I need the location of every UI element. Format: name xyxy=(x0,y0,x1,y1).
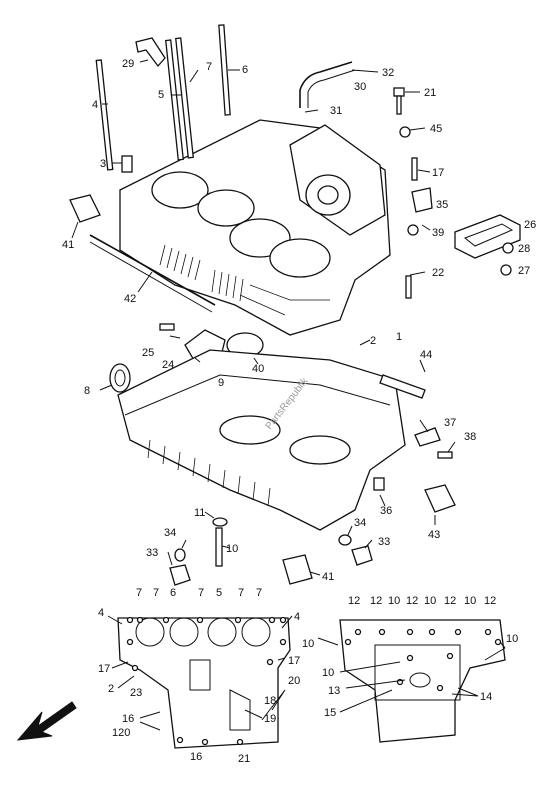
lower-bolt-label-10-a: 10 xyxy=(388,595,400,607)
callout-34-right: 34 xyxy=(354,517,366,529)
callout-22: 22 xyxy=(432,267,444,279)
callout-17-upper: 17 xyxy=(432,167,444,179)
bolt-label-20: 20 xyxy=(288,675,300,687)
callout-8: 8 xyxy=(84,385,90,397)
bolt-25 xyxy=(159,323,175,331)
callout-34-left: 34 xyxy=(164,527,176,539)
bolt-label-16-a: 16 xyxy=(122,713,134,725)
front-direction-arrow xyxy=(16,701,77,741)
callout-43: 43 xyxy=(428,529,440,541)
callout-10: 10 xyxy=(226,543,238,555)
bolt-label-17-right: 17 xyxy=(288,655,300,667)
bolt-label-7-d: 7 xyxy=(238,587,244,599)
lower-bolt-label-10-e: 10 xyxy=(506,633,518,645)
callout-40: 40 xyxy=(252,363,264,375)
lower-bolt-points xyxy=(344,628,502,692)
callout-6: 6 xyxy=(242,64,248,76)
clip-part xyxy=(135,37,166,68)
upper-crankcase xyxy=(119,119,391,336)
callout-37: 37 xyxy=(444,417,456,429)
callout-29: 29 xyxy=(122,58,134,70)
callout-26: 26 xyxy=(524,219,536,231)
callout-9: 9 xyxy=(218,377,224,389)
callout-38: 38 xyxy=(464,431,476,443)
leader-lines xyxy=(71,59,506,731)
lower-case-tightening-view xyxy=(339,619,506,743)
bolt-label-7-e: 7 xyxy=(256,587,262,599)
bolt-label-120: 120 xyxy=(112,727,130,739)
lower-bolt-label-12-d: 12 xyxy=(444,595,456,607)
callout-2-upper: 2 xyxy=(370,335,376,347)
lower-bolt-label-12-e: 12 xyxy=(484,595,496,607)
callout-3: 3 xyxy=(100,158,106,170)
callout-24: 24 xyxy=(162,359,174,371)
bolt-label-18: 18 xyxy=(264,695,276,707)
callout-4: 4 xyxy=(92,99,98,111)
callout-25: 25 xyxy=(142,347,154,359)
bolt-label-4-right: 4 xyxy=(294,611,300,623)
callout-35: 35 xyxy=(436,199,448,211)
lower-bolt-label-15: 15 xyxy=(324,707,336,719)
callout-41-lower: 41 xyxy=(322,571,334,583)
callout-31: 31 xyxy=(330,105,342,117)
oil-seal xyxy=(109,363,131,393)
callout-labels: 29 7 6 5 4 3 41 42 32 30 21 31 45 17 35 … xyxy=(62,58,536,765)
callout-32: 32 xyxy=(382,67,394,79)
plug-part-upper xyxy=(69,194,101,223)
lower-bolt-label-10-b: 10 xyxy=(424,595,436,607)
bolt-label-19: 19 xyxy=(264,713,276,725)
callout-41-upper: 41 xyxy=(62,239,74,251)
lower-crankcase xyxy=(117,349,406,531)
lower-bolt-label-10-f: 10 xyxy=(322,667,334,679)
bolt-label-7-c: 7 xyxy=(198,587,204,599)
lower-bolt-label-14: 14 xyxy=(480,691,492,703)
callout-5: 5 xyxy=(158,89,164,101)
callout-30: 30 xyxy=(354,81,366,93)
callout-7: 7 xyxy=(206,61,212,73)
bolt-38 xyxy=(437,451,453,459)
callout-42: 42 xyxy=(124,293,136,305)
bolt-label-23: 23 xyxy=(130,687,142,699)
lower-bolt-label-10-c: 10 xyxy=(464,595,476,607)
callout-33-right: 33 xyxy=(378,536,390,548)
cylinder-studs xyxy=(95,24,231,173)
lower-bolt-label-13: 13 xyxy=(328,685,340,697)
bolt-label-7-b: 7 xyxy=(153,587,159,599)
shaft-part xyxy=(89,234,216,306)
bolt-label-2: 2 xyxy=(108,683,114,695)
tube-part xyxy=(379,374,426,399)
bolt-label-17-left: 17 xyxy=(98,663,110,675)
callout-21-upper: 21 xyxy=(424,87,436,99)
right-side-small-parts xyxy=(393,87,433,299)
upper-case-tightening-view xyxy=(117,616,291,749)
bolt-label-16-b: 16 xyxy=(190,751,202,763)
bolt-label-5: 5 xyxy=(216,587,222,599)
callout-11: 11 xyxy=(194,507,205,519)
tightening-bolt-points xyxy=(126,616,287,746)
bolt-label-21: 21 xyxy=(238,753,250,765)
breather-hose xyxy=(299,61,353,108)
callout-44: 44 xyxy=(420,349,432,361)
lower-bolt-label-10-d: 10 xyxy=(302,638,314,650)
callout-27: 27 xyxy=(518,265,530,277)
callout-28: 28 xyxy=(518,243,530,255)
lower-small-parts xyxy=(169,517,373,586)
callout-45: 45 xyxy=(430,123,442,135)
lower-bolt-label-12-c: 12 xyxy=(406,595,418,607)
bolt-label-6: 6 xyxy=(170,587,176,599)
bolt-label-4-left: 4 xyxy=(98,607,104,619)
callout-33-left: 33 xyxy=(146,547,158,559)
callout-36: 36 xyxy=(380,505,392,517)
bolt-label-7-a: 7 xyxy=(136,587,142,599)
plug-part-43 xyxy=(424,484,456,513)
lower-bolt-label-12-b: 12 xyxy=(370,595,382,607)
callout-1: 1 xyxy=(396,331,402,343)
callout-39: 39 xyxy=(432,227,444,239)
bracket-37 xyxy=(414,427,441,447)
lower-bolt-label-12-a: 12 xyxy=(348,595,360,607)
cover-plate xyxy=(454,214,521,276)
bolt-36 xyxy=(373,477,385,491)
